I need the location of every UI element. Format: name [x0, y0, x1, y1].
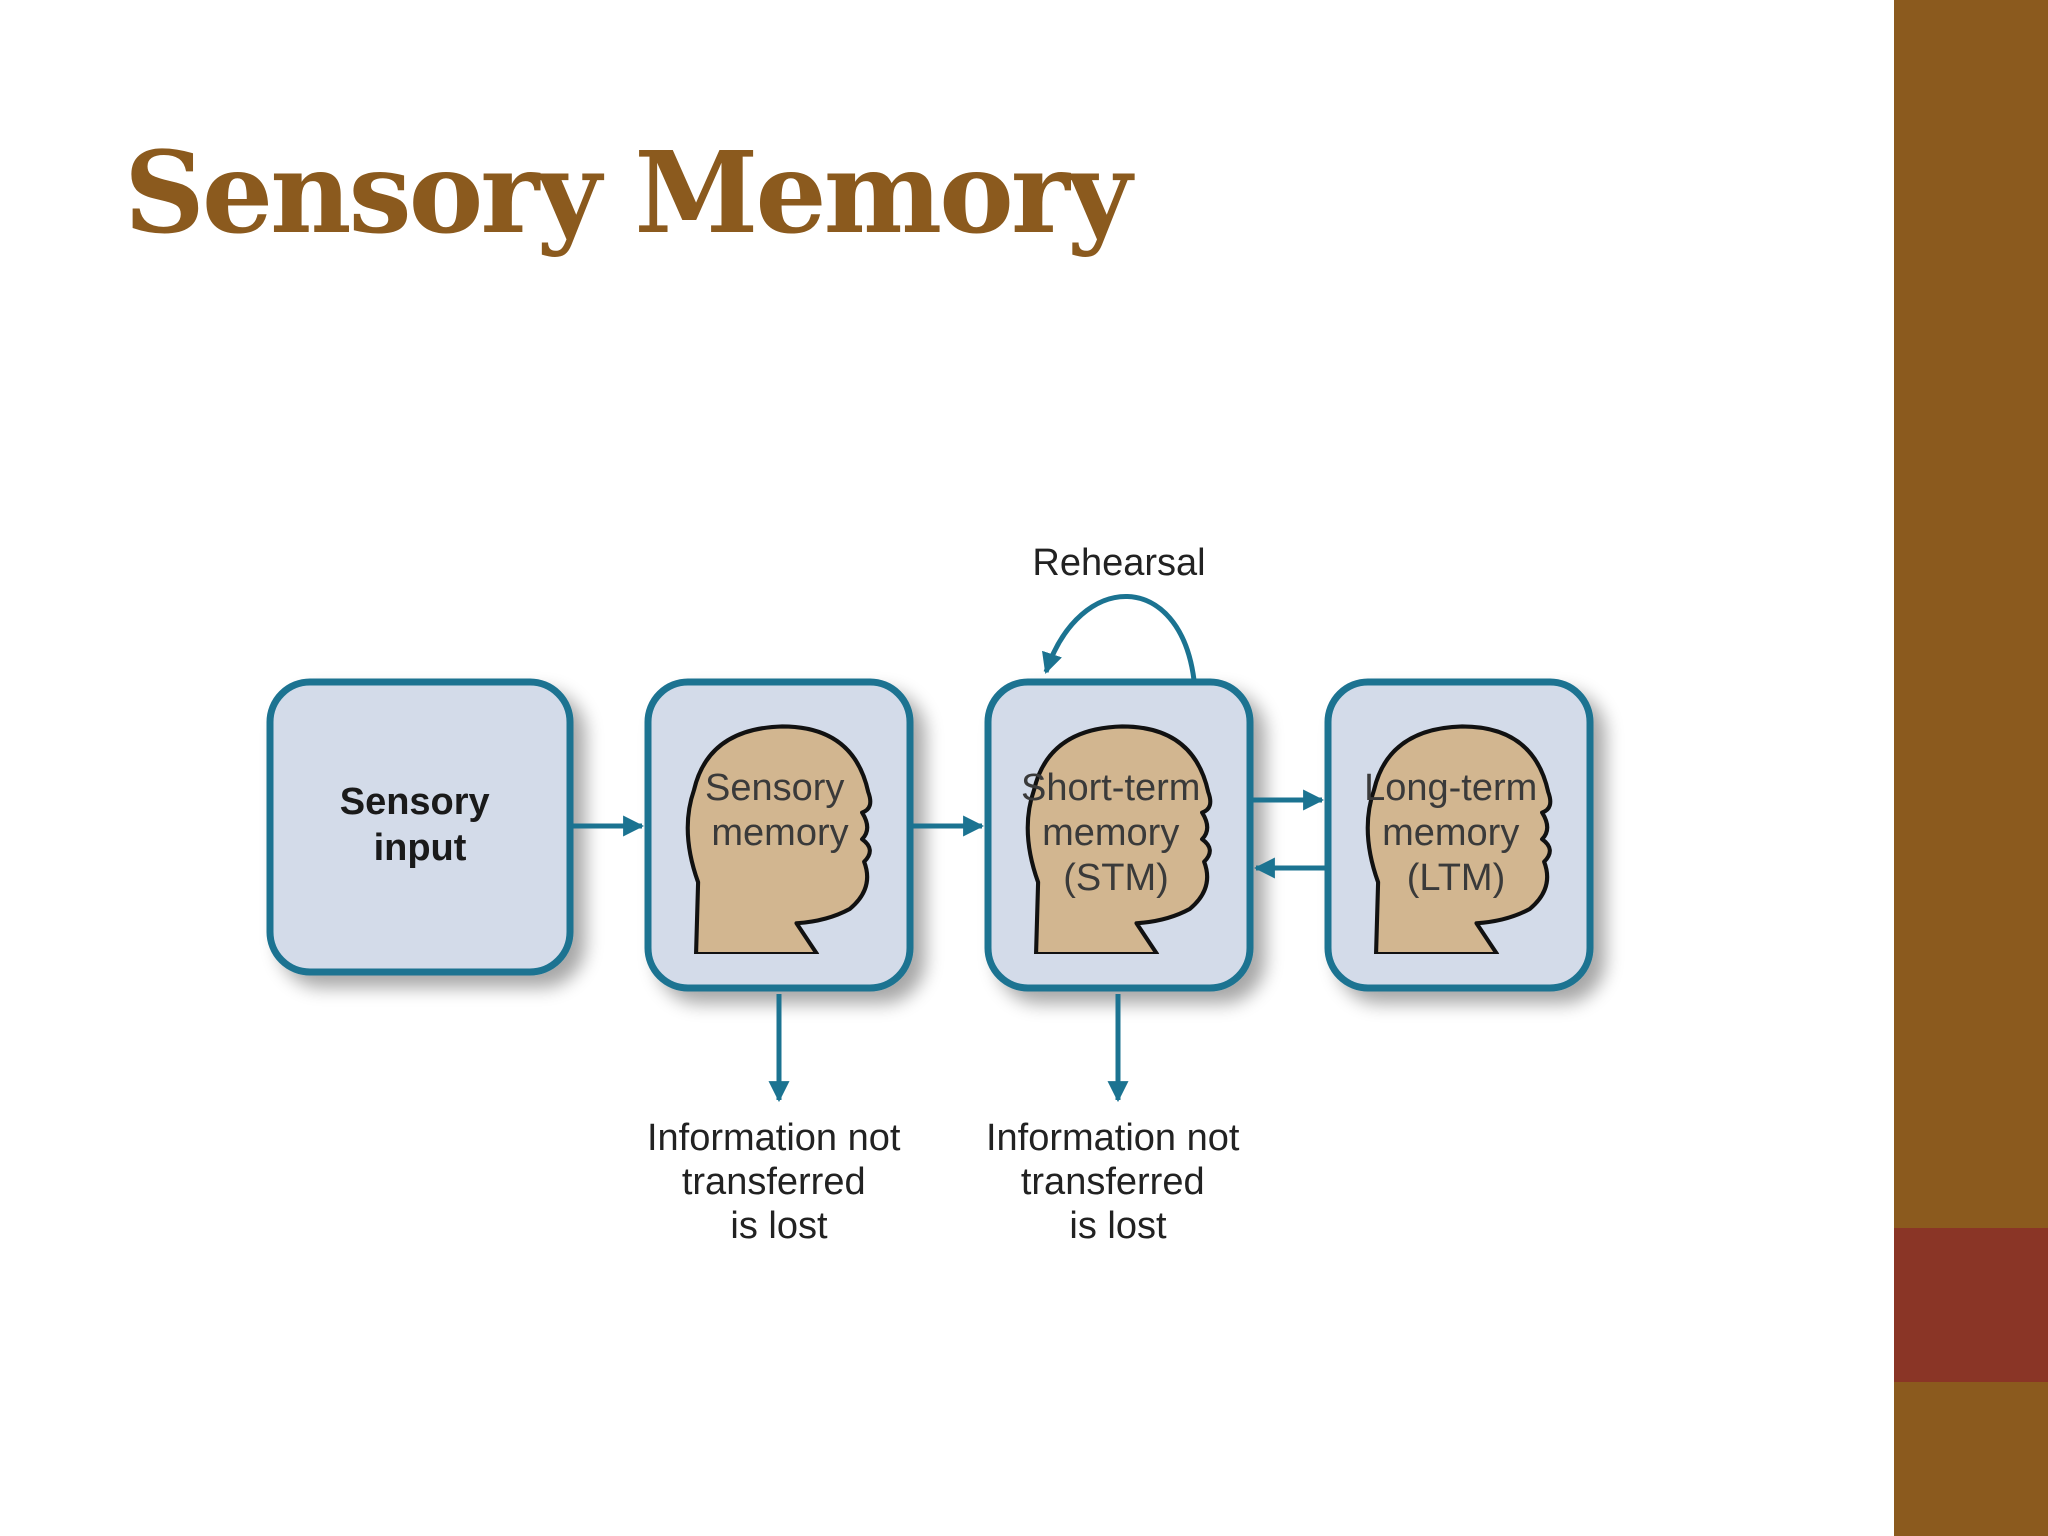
ltm-label: Long-term memory (LTM) — [1364, 767, 1548, 899]
sidebar-accent-block — [1894, 1228, 2048, 1382]
sensory-memory-box: Sensory memory — [644, 678, 914, 992]
slide-title: Sensory Memory — [124, 128, 1132, 259]
stm-box: Short-term memory (STM) — [984, 678, 1254, 992]
stm-label: Short-term memory (STM) — [1021, 767, 1211, 899]
ltm-box: Long-term memory (LTM) — [1324, 678, 1594, 992]
sensory-input-label: Sensory input — [340, 781, 501, 869]
rehearsal-loop-arrow — [1042, 594, 1197, 681]
sensory-loss-label: Information not transferred is lost — [647, 1117, 911, 1247]
sensory-input-box: Sensory input — [266, 678, 574, 976]
sensory-memory-label: Sensory memory — [705, 767, 855, 854]
stm-loss-label: Information not transferred is lost — [986, 1117, 1250, 1247]
rehearsal-label: Rehearsal — [1032, 542, 1205, 584]
